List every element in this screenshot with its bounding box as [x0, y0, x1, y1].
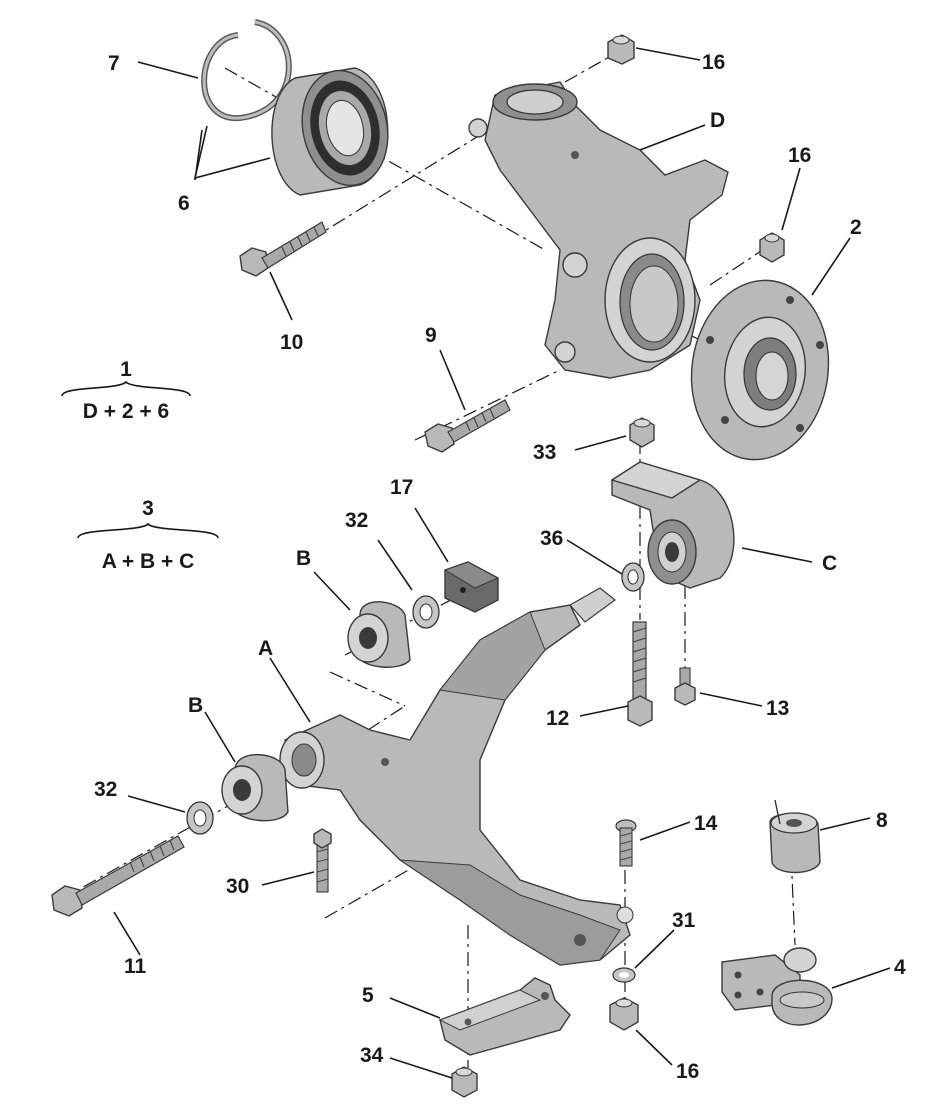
wheel-bearing-6 — [271, 67, 389, 196]
callout-6: 6 — [178, 192, 190, 215]
callout-7: 7 — [108, 52, 120, 75]
callout-14: 14 — [694, 812, 718, 835]
callout-16-right: 16 — [788, 144, 811, 167]
bush-B-lower — [221, 754, 289, 822]
bolt-11 — [51, 835, 185, 917]
callout-36: 36 — [540, 527, 563, 550]
washer-31 — [612, 967, 636, 983]
callout-labels: 7 6 16 D 16 2 10 9 33 17 32 B 36 C A 12 … — [94, 51, 906, 1083]
callout-C: C — [822, 552, 837, 575]
callout-31: 31 — [672, 909, 696, 932]
rubber-block-17 — [443, 561, 500, 613]
rear-bush-C — [610, 461, 735, 589]
formula-3-number: 3 — [142, 497, 154, 520]
bolt-12 — [627, 621, 653, 727]
callout-16-bottom: 16 — [676, 1060, 699, 1083]
callout-11: 11 — [124, 955, 147, 978]
formula-1: 1 D + 2 + 6 — [61, 358, 191, 423]
bracket-5 — [438, 977, 571, 1056]
circlip-7 — [201, 19, 292, 122]
callout-33: 33 — [533, 441, 556, 464]
callout-B-upper: B — [296, 547, 311, 570]
formula-1-expression: D + 2 + 6 — [83, 400, 169, 423]
callout-5: 5 — [362, 984, 374, 1007]
callout-32-upper: 32 — [345, 509, 368, 532]
lower-control-arm-A — [279, 587, 634, 966]
leader-lines — [113, 47, 891, 1079]
callout-30: 30 — [226, 875, 249, 898]
callout-4: 4 — [894, 956, 906, 979]
bolt-10 — [239, 221, 327, 277]
nut-16-right — [759, 232, 785, 263]
washer-36 — [621, 562, 645, 592]
callout-B-lower: B — [188, 694, 203, 717]
formula-3-expression: A + B + C — [102, 550, 195, 573]
callout-17: 17 — [390, 476, 413, 499]
formula-1-brace — [61, 380, 191, 397]
callout-34: 34 — [360, 1044, 384, 1067]
callout-2: 2 — [850, 216, 862, 239]
callout-12: 12 — [546, 707, 569, 730]
callout-16-top: 16 — [702, 51, 725, 74]
bolt-13 — [674, 667, 696, 706]
nut-16-top — [607, 34, 635, 65]
callout-13: 13 — [766, 697, 789, 720]
nut-33 — [629, 417, 655, 448]
wheel-hub-2 — [690, 279, 830, 461]
callout-A: A — [258, 637, 273, 660]
bolt-30 — [313, 828, 332, 893]
bolt-9 — [424, 399, 511, 453]
formula-1-number: 1 — [120, 358, 132, 381]
nut-16-bottom — [609, 997, 639, 1031]
ball-joint-4 — [721, 947, 833, 1026]
callout-D: D — [710, 109, 725, 132]
formula-3-brace — [77, 522, 219, 539]
washer-32-upper — [412, 595, 440, 629]
callout-8: 8 — [876, 809, 888, 832]
bush-B-upper — [347, 601, 411, 668]
callout-9: 9 — [425, 324, 437, 347]
screw-14 — [615, 819, 637, 867]
callout-32-lower: 32 — [94, 778, 117, 801]
washer-32-lower — [186, 801, 214, 835]
ball-joint-boot-8 — [769, 799, 821, 874]
nut-34 — [451, 1066, 478, 1098]
formula-3: 3 A + B + C — [77, 497, 219, 573]
callout-10: 10 — [280, 331, 303, 354]
steering-knuckle-D — [468, 81, 729, 379]
